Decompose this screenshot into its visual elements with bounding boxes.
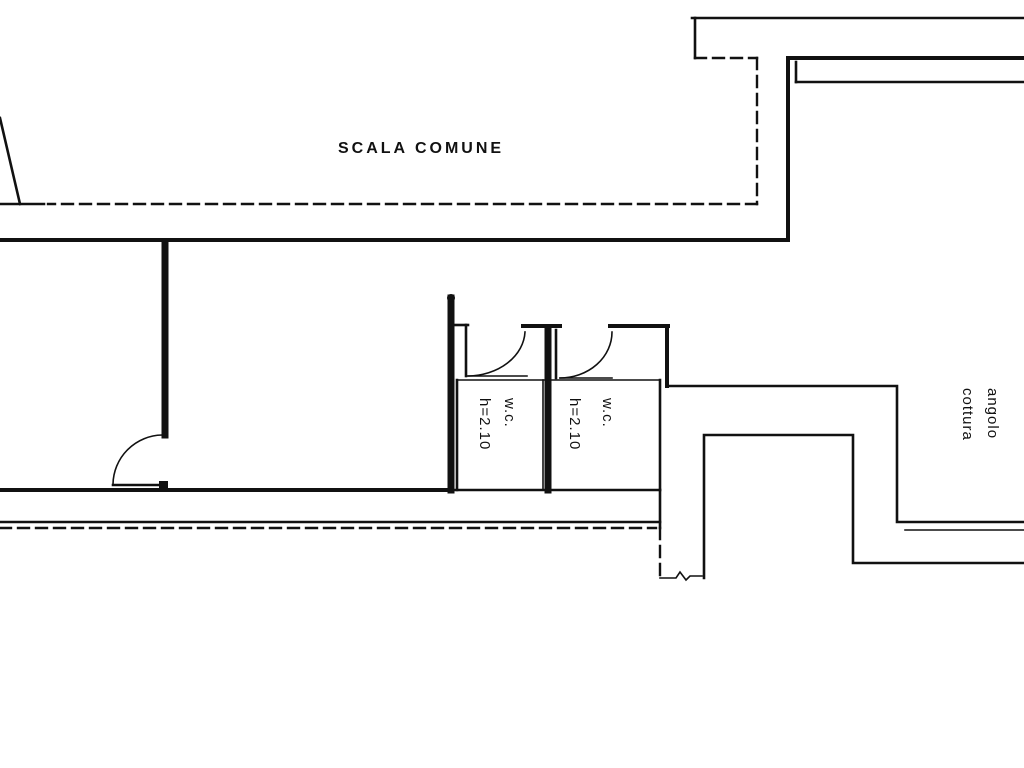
wc1-height-label: h=2.10 (476, 398, 493, 450)
stair-label: SCALA COMUNE (338, 140, 504, 157)
wc-left-wall-cap (447, 294, 455, 302)
corridor-upper-wall (0, 56, 1024, 242)
left-door-swing-arc (112, 434, 163, 485)
wc2-door-swing-arc (559, 331, 613, 379)
wc2-height-label: h=2.10 (566, 398, 583, 450)
left-door-jamb (159, 481, 168, 490)
kitchen-label-line2: cottura (959, 388, 976, 441)
wc1-name-label: w.c. (501, 397, 518, 428)
kitchen-outer-wall (666, 384, 1024, 524)
kitchen-inner-wall (702, 433, 1024, 580)
wc2-name-label: w.c. (599, 397, 616, 428)
break-line (659, 570, 703, 582)
kitchen-label-line1: angolo (984, 388, 1001, 439)
stair-diagonal-line (0, 116, 22, 206)
wc1-door-swing-arc (467, 331, 526, 377)
